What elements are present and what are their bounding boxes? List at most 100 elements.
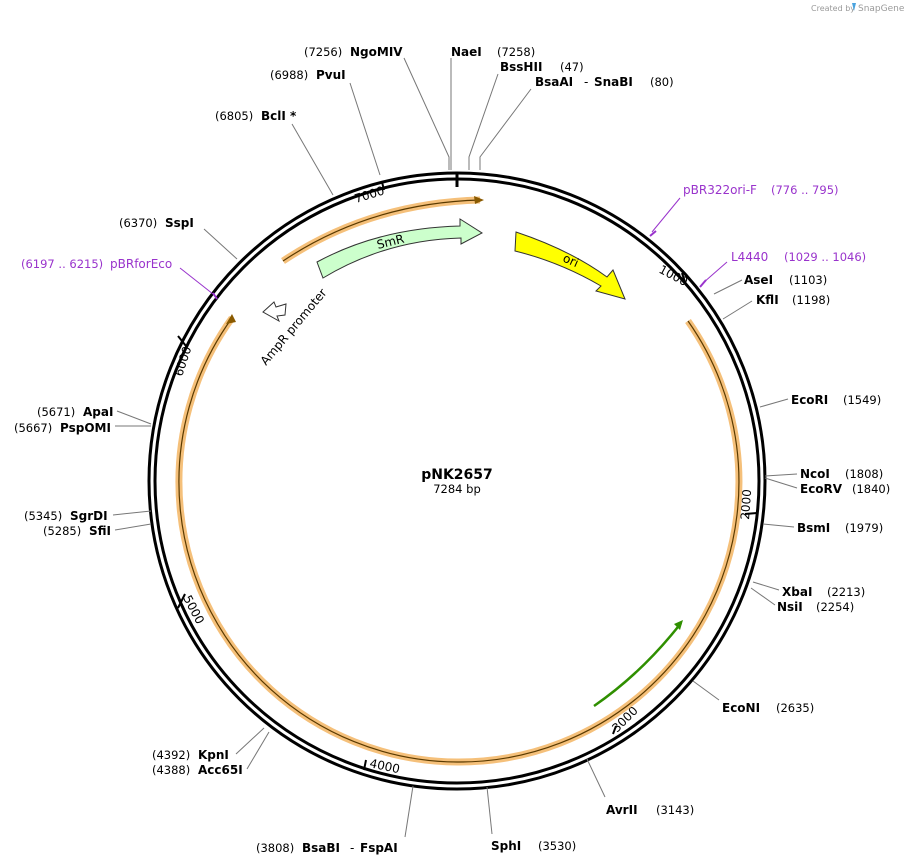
enzyme-name: SnaBI (594, 75, 633, 89)
enzyme-position: (1198) (792, 293, 830, 307)
enzyme-position: (1979) (845, 521, 883, 535)
leader-nsii (750, 587, 776, 606)
enzyme-position: (4392) (152, 748, 190, 762)
enzyme-position: (5345) (24, 509, 62, 523)
enzyme-avrii: AvrII (3143) (606, 803, 694, 817)
primer-pbr322ori-f: pBR322ori-F (776 .. 795) (683, 183, 839, 197)
enzyme-position: (5285) (43, 524, 81, 538)
enzyme-ncoi: NcoI (1808) (800, 467, 883, 481)
leader-ngomiv (403, 57, 450, 170)
enzyme-ngomiv: (7256) NgoMIV (304, 45, 403, 59)
orf-arc-top (281, 196, 484, 264)
enzyme-name: SfiI (89, 524, 111, 538)
enzyme-apai: (5671) ApaI (37, 405, 113, 419)
plasmid-name: pNK2657 (421, 467, 493, 483)
primer-pbrforeco: (6197 .. 6215) pBRforEco (21, 257, 172, 271)
leader-bsmi (762, 523, 795, 528)
enzyme-acc65i: (4388) Acc65I (152, 763, 243, 777)
enzyme-position: (1103) (789, 273, 827, 287)
feature-ampr-promoter: AmpR promoter (258, 286, 330, 368)
enzyme-position: (4388) (152, 763, 190, 777)
primer-mark (212, 292, 218, 300)
leader-apai (116, 410, 152, 425)
leader-ecorv (764, 477, 798, 489)
orf-top-arrowhead (474, 196, 484, 204)
green-arrowhead (674, 620, 683, 630)
leader-sgrdi (112, 510, 152, 516)
enzyme-position: (2254) (816, 600, 854, 614)
enzyme-position: (5667) (14, 421, 52, 435)
enzyme-bcli: (6805) BclI * (215, 109, 297, 123)
enzyme-labels: (7256) NgoMIV NaeI (7258) BssHII (47) Bs… (14, 45, 890, 855)
leader-kfli (722, 300, 753, 320)
feature-smr: SmR (316, 218, 483, 279)
primer-leader (702, 261, 728, 284)
tick-mark (681, 272, 687, 286)
enzyme-sfii: (5285) SfiI (43, 524, 111, 538)
leader-sphi (486, 786, 493, 835)
enzyme-naei: NaeI (7258) (451, 45, 535, 59)
enzyme-position: (1549) (843, 393, 881, 407)
enzyme-asei: AseI (1103) (744, 273, 827, 287)
enzyme-name: BsmI (797, 521, 830, 535)
orf-arrowhead (226, 314, 236, 324)
enzyme-sspi: (6370) SspI (119, 216, 194, 230)
enzyme-name: NaeI (451, 45, 482, 59)
enzyme-name: FspAI (360, 841, 398, 855)
feature-ori: ori (514, 231, 626, 300)
enzyme-position: (3530) (538, 839, 576, 853)
primer-leader (651, 197, 681, 233)
feature-ampr-label: AmpR promoter (258, 286, 330, 368)
enzyme-name: XbaI (782, 585, 812, 599)
enzyme-bsmi: BsmI (1979) (797, 521, 883, 535)
tick-mark (363, 759, 367, 771)
tick-mark (177, 593, 186, 609)
tick-label: 4000 (368, 756, 401, 776)
leader-pvui (349, 82, 381, 176)
enzyme-name: AvrII (606, 803, 638, 817)
leader-xbai (752, 581, 780, 591)
primer-range: (6197 .. 6215) (21, 257, 103, 271)
tick-label: 7000 (353, 184, 386, 206)
enzyme-xbai: XbaI (2213) (782, 585, 865, 599)
enzyme-position: (1808) (845, 467, 883, 481)
tick-mark (744, 512, 758, 515)
enzyme-sphi: SphI (3530) (491, 839, 576, 853)
enzyme-sgrdi: (5345) SgrDI (24, 509, 108, 523)
enzyme-name: Acc65I (198, 763, 243, 777)
credit-text: Created by (811, 4, 855, 13)
enzyme-bsaai-snabi: BsaAI - SnaBI (80) (535, 75, 674, 89)
leader-bsaai (479, 88, 532, 170)
feature-ori-label: ori (561, 251, 581, 270)
enzyme-pvui: (6988) PvuI (270, 68, 346, 82)
leader-acc65i (246, 731, 270, 770)
snapgene-credit: Created by SnapGene (811, 3, 905, 14)
enzyme-position: (2213) (827, 585, 865, 599)
orf-arc (175, 314, 743, 766)
promoter-arrow-icon (262, 301, 287, 323)
enzyme-name: NgoMIV (350, 45, 403, 59)
enzyme-position: (3143) (656, 803, 694, 817)
enzyme-position: (7258) (497, 45, 535, 59)
tick-label: 1000 (657, 262, 691, 289)
leader-bcli (291, 123, 334, 196)
enzyme-name: EcoRV (800, 482, 843, 496)
credit-brand: SnapGene (858, 4, 905, 14)
primer-mark (649, 230, 657, 237)
tick-mark (612, 725, 617, 735)
enzyme-position: (5671) (37, 405, 75, 419)
tick-mark (381, 181, 385, 191)
enzyme-name: SgrDI (70, 509, 108, 523)
enzyme-name: BclI * (261, 109, 297, 123)
enzyme-name: NsiI (777, 600, 803, 614)
enzyme-position: (6988) (270, 68, 308, 82)
enzyme-name: NcoI (800, 467, 830, 481)
primer-marks (179, 197, 728, 300)
enzyme-ecori: EcoRI (1549) (791, 393, 881, 407)
enzyme-separator: - (584, 75, 588, 89)
tick-mark (177, 335, 187, 347)
leader-avrii (586, 758, 606, 798)
primer-name: L4440 (731, 250, 768, 264)
leader-ncoi (764, 473, 798, 477)
